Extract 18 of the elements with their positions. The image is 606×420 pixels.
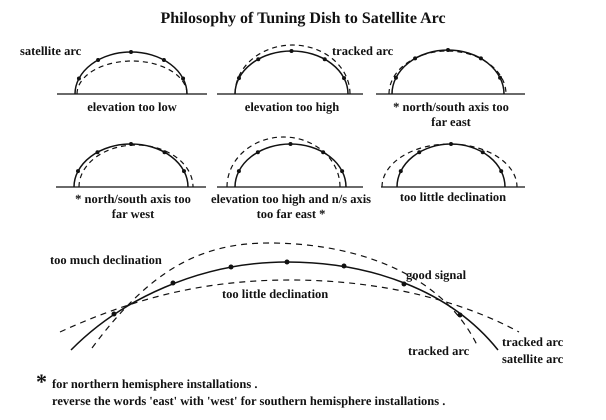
label: good signal: [406, 268, 466, 283]
label: too little declination: [398, 190, 508, 205]
label: too little declination: [222, 287, 328, 302]
label: for northern hemisphere installations .: [52, 377, 258, 392]
label: * north/south axis too far west: [74, 192, 192, 222]
title: Philosophy of Tuning Dish to Satellite Arc: [159, 10, 447, 28]
label: * north/south axis too far east: [392, 100, 510, 130]
footnote-mark: *: [36, 371, 47, 393]
label: reverse the words 'east' with 'west' for southern hemisphere installations .: [52, 394, 446, 409]
label: too much declination: [50, 253, 162, 268]
label: tracked arc: [408, 344, 470, 359]
label: satellite arc: [502, 352, 564, 367]
label: tracked arc: [502, 335, 564, 350]
label: elevation too high and n/s axis too far east *: [210, 192, 372, 222]
label: elevation too high: [244, 100, 340, 115]
label: elevation too low: [86, 100, 178, 115]
label: satellite arc: [20, 44, 82, 59]
label: tracked arc: [332, 44, 394, 59]
